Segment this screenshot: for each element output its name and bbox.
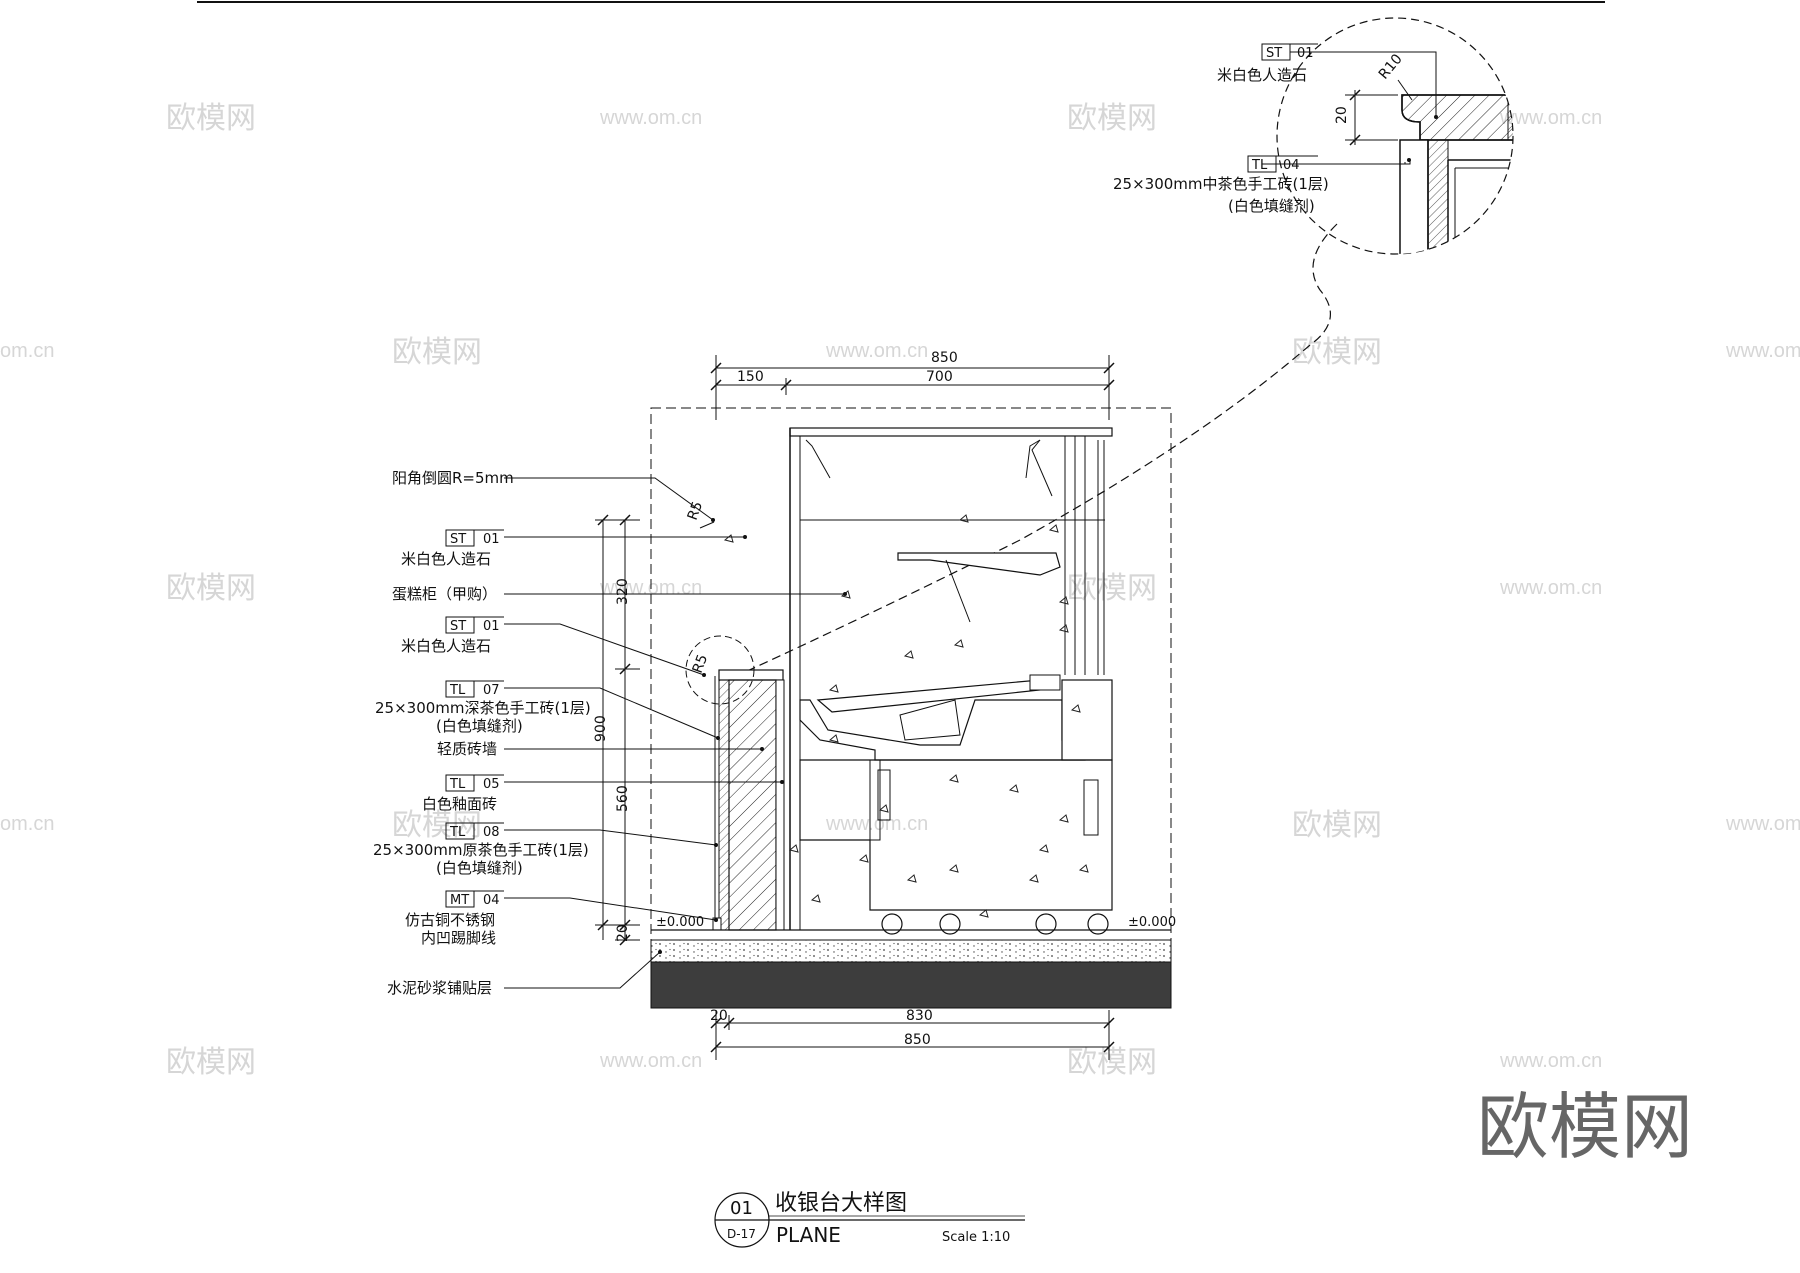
detail-note-stone: 米白色人造石 bbox=[1217, 66, 1307, 84]
callout-code-left: ST bbox=[450, 532, 466, 547]
dim-top-150: 150 bbox=[737, 369, 764, 385]
detail-dim-20: 20 bbox=[1334, 106, 1350, 124]
watermark-url: www.om.cn bbox=[599, 107, 702, 129]
callout-tile-dark: 25×300mm深茶色手工砖(1层) bbox=[375, 699, 591, 717]
dim-r5-lower: R5 bbox=[690, 652, 711, 675]
callout-stone-2: 米白色人造石 bbox=[401, 637, 491, 655]
callout-tile-original: 25×300mm原茶色手工砖(1层) bbox=[373, 841, 589, 859]
callout-code-right: 07 bbox=[483, 683, 500, 698]
detail-code-left-tl: TL bbox=[1251, 158, 1268, 173]
watermark-url: om.cn bbox=[0, 340, 54, 362]
watermark-cn: 欧模网 bbox=[1067, 102, 1157, 135]
watermark-url: www.om bbox=[1725, 813, 1800, 835]
detail-radius-label: R10 bbox=[1376, 51, 1406, 82]
watermark-url: www.om.cn bbox=[825, 813, 928, 835]
callout-bronze-steel: 仿古铜不锈钢 bbox=[405, 911, 495, 929]
callout-code-left: ST bbox=[450, 619, 466, 634]
dim-bottom-830: 830 bbox=[906, 1008, 933, 1024]
callout-corner-round: 阳角倒圆R=5mm bbox=[392, 469, 514, 487]
title-en: PLANE bbox=[776, 1223, 841, 1247]
detail-note-tile: 25×300mm中茶色手工砖(1层) bbox=[1113, 175, 1329, 193]
callout-code-left: MT bbox=[450, 893, 469, 908]
watermarks: 欧模网 欧模网 欧模网 欧模网 欧模网 欧模网 欧模网 欧模网 欧模网 欧模网 bbox=[166, 102, 1382, 1079]
watermark-url: www.om.cn bbox=[599, 1050, 702, 1072]
dim-bottom-20: 20 bbox=[710, 1008, 728, 1024]
callout-code-left: TL bbox=[449, 777, 466, 792]
callout-white-tile: 白色釉面砖 bbox=[422, 795, 497, 813]
level-right: ±0.000 bbox=[1128, 915, 1176, 930]
watermark-cn: 欧模网 bbox=[1067, 1046, 1157, 1079]
callout-tile-original-grout: (白色填缝剂) bbox=[436, 859, 523, 877]
watermark-cn: 欧模网 bbox=[1292, 336, 1382, 369]
callout-labels: 阳角倒圆R=5mm ST 01 米白色人造石 蛋糕柜（甲购） ST 01 米白色… bbox=[373, 469, 591, 997]
detail-code-right-04: 04 bbox=[1283, 158, 1300, 173]
callout-code-right: 01 bbox=[483, 619, 500, 634]
watermark-url: www.om.cn bbox=[1499, 107, 1602, 129]
callout-dots bbox=[658, 518, 847, 954]
dim-left-900: 900 bbox=[593, 715, 609, 742]
callout-code-right: 05 bbox=[483, 777, 500, 792]
callout-code-left: TL bbox=[449, 825, 466, 840]
dim-left-560: 560 bbox=[615, 785, 631, 812]
callout-code-left: TL bbox=[449, 683, 466, 698]
callout-tile-dark-grout: (白色填缝剂) bbox=[436, 717, 523, 735]
watermark-url: om.cn bbox=[0, 813, 54, 835]
dim-top-700: 700 bbox=[926, 369, 953, 385]
watermark-url: www.om.cn bbox=[825, 340, 928, 362]
detail-code-right-01: 01 bbox=[1297, 46, 1314, 61]
callout-cake-cabinet: 蛋糕柜（甲购） bbox=[392, 585, 497, 603]
watermark-cn: 欧模网 bbox=[392, 336, 482, 369]
callout-mortar-bed: 水泥砂浆铺贴层 bbox=[387, 979, 492, 997]
callout-code-right: 08 bbox=[483, 825, 500, 840]
callout-light-brick: 轻质砖墙 bbox=[437, 740, 497, 758]
cashier-section-drawing: 850 150 700 320 900 560 20 R5 R5 bbox=[593, 350, 1176, 1060]
detail-enlargement: 20 R10 ST 01 米白色人造石 TL 04 25×300mm中茶色手工砖… bbox=[744, 17, 1514, 673]
dim-bottom-total: 850 bbox=[904, 1032, 931, 1048]
watermarks-url: www.om.cn www.om.cn om.cn www.om.cn www.… bbox=[0, 107, 1800, 1072]
watermark-cn: 欧模网 bbox=[166, 102, 256, 135]
watermark-url: www.om bbox=[1725, 340, 1800, 362]
watermark-cn: 欧模网 bbox=[166, 1046, 256, 1079]
watermark-logo: 欧模网 bbox=[1477, 1088, 1693, 1168]
watermark-url: www.om.cn bbox=[1499, 577, 1602, 599]
detail-note-tile-grout: (白色填缝剂) bbox=[1228, 197, 1315, 215]
callout-code-right: 04 bbox=[483, 893, 500, 908]
dim-r5-upper: R5 bbox=[685, 499, 706, 522]
detail-code-left-st: ST bbox=[1266, 46, 1282, 61]
title-scale: Scale 1:10 bbox=[942, 1230, 1010, 1245]
callout-code-right: 01 bbox=[483, 532, 500, 547]
title-number: 01 bbox=[730, 1198, 753, 1219]
level-left: ±0.000 bbox=[656, 915, 704, 930]
watermark-cn: 欧模网 bbox=[1292, 809, 1382, 842]
callout-leaders bbox=[504, 477, 845, 989]
callout-skirting: 内凹踢脚线 bbox=[421, 929, 496, 947]
title-cn: 收银台大样图 bbox=[775, 1191, 907, 1216]
watermark-url: www.om.cn bbox=[1499, 1050, 1602, 1072]
dim-left-320: 320 bbox=[615, 578, 631, 605]
dim-left-20: 20 bbox=[615, 924, 631, 942]
dim-top-total: 850 bbox=[931, 350, 958, 366]
title-block: 01 D-17 收银台大样图 PLANE Scale 1:10 bbox=[714, 1191, 1025, 1248]
watermark-cn: 欧模网 bbox=[166, 572, 256, 605]
title-sheet-ref: D-17 bbox=[727, 1227, 756, 1241]
callout-stone-1: 米白色人造石 bbox=[401, 550, 491, 568]
watermark-cn: 欧模网 bbox=[1067, 572, 1157, 605]
watermark-cn: 欧模网 bbox=[392, 809, 482, 842]
